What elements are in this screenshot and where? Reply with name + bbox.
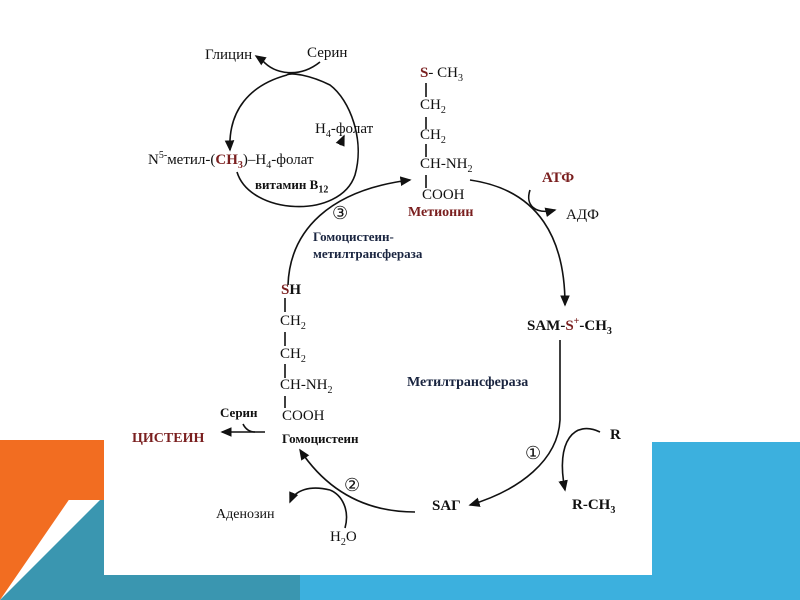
methionine-ch2-2: CH2 (420, 127, 446, 146)
adp-label: АДФ (566, 207, 599, 223)
serine-bottom-label: Серин (220, 405, 258, 420)
step-2-marker: ② (344, 475, 361, 495)
glycine-label: Глицин (205, 47, 253, 63)
atp-label: АТФ (542, 170, 575, 186)
homocysteine-ch2-2: CH2 (280, 346, 306, 365)
sag-label: SAГ (432, 498, 461, 514)
diagram-panel (104, 0, 652, 575)
r-ch3-label: R-CH3 (572, 497, 616, 516)
adenosine-label: Аденозин (216, 507, 275, 522)
n5-methyl-folate: N5-метил-(CH3)–H4-фолат (148, 150, 314, 171)
step-3-marker: ③ (332, 203, 349, 223)
methyltransferase-label: Метилтрансфераза (407, 375, 529, 390)
homocysteine-sh: SH (281, 282, 302, 298)
enzyme-3-line2: метилтрансфераза (313, 246, 423, 261)
orange-block (0, 440, 105, 500)
homocysteine-label: Гомоцистеин (282, 431, 359, 446)
methionine-s-ch3: S- CH3 (420, 65, 463, 84)
cysteine-label: ЦИСТЕИН (132, 431, 205, 446)
enzyme-3-line1: Гомоцистеин- (313, 229, 394, 244)
methionine-label: Метионин (408, 205, 474, 220)
h4-folate-label: H4-фолат (315, 121, 374, 140)
r-label: R (610, 427, 621, 443)
sam-label: SAM-S+-CH3 (527, 316, 612, 337)
step-1-marker: ① (525, 443, 542, 463)
homocysteine-ch2-1: CH2 (280, 313, 306, 332)
methionine-ch2-1: CH2 (420, 97, 446, 116)
methionine-cooh: COOH (422, 187, 465, 203)
homocysteine-cooh: COOH (282, 408, 325, 424)
methionine-ch-nh2: CH-NH2 (420, 156, 473, 175)
water-label: H2O (330, 529, 357, 548)
vitamin-b12-label: витамин B12 (255, 177, 329, 196)
homocysteine-ch-nh2: CH-NH2 (280, 377, 333, 396)
serine-top-label: Серин (307, 45, 348, 61)
